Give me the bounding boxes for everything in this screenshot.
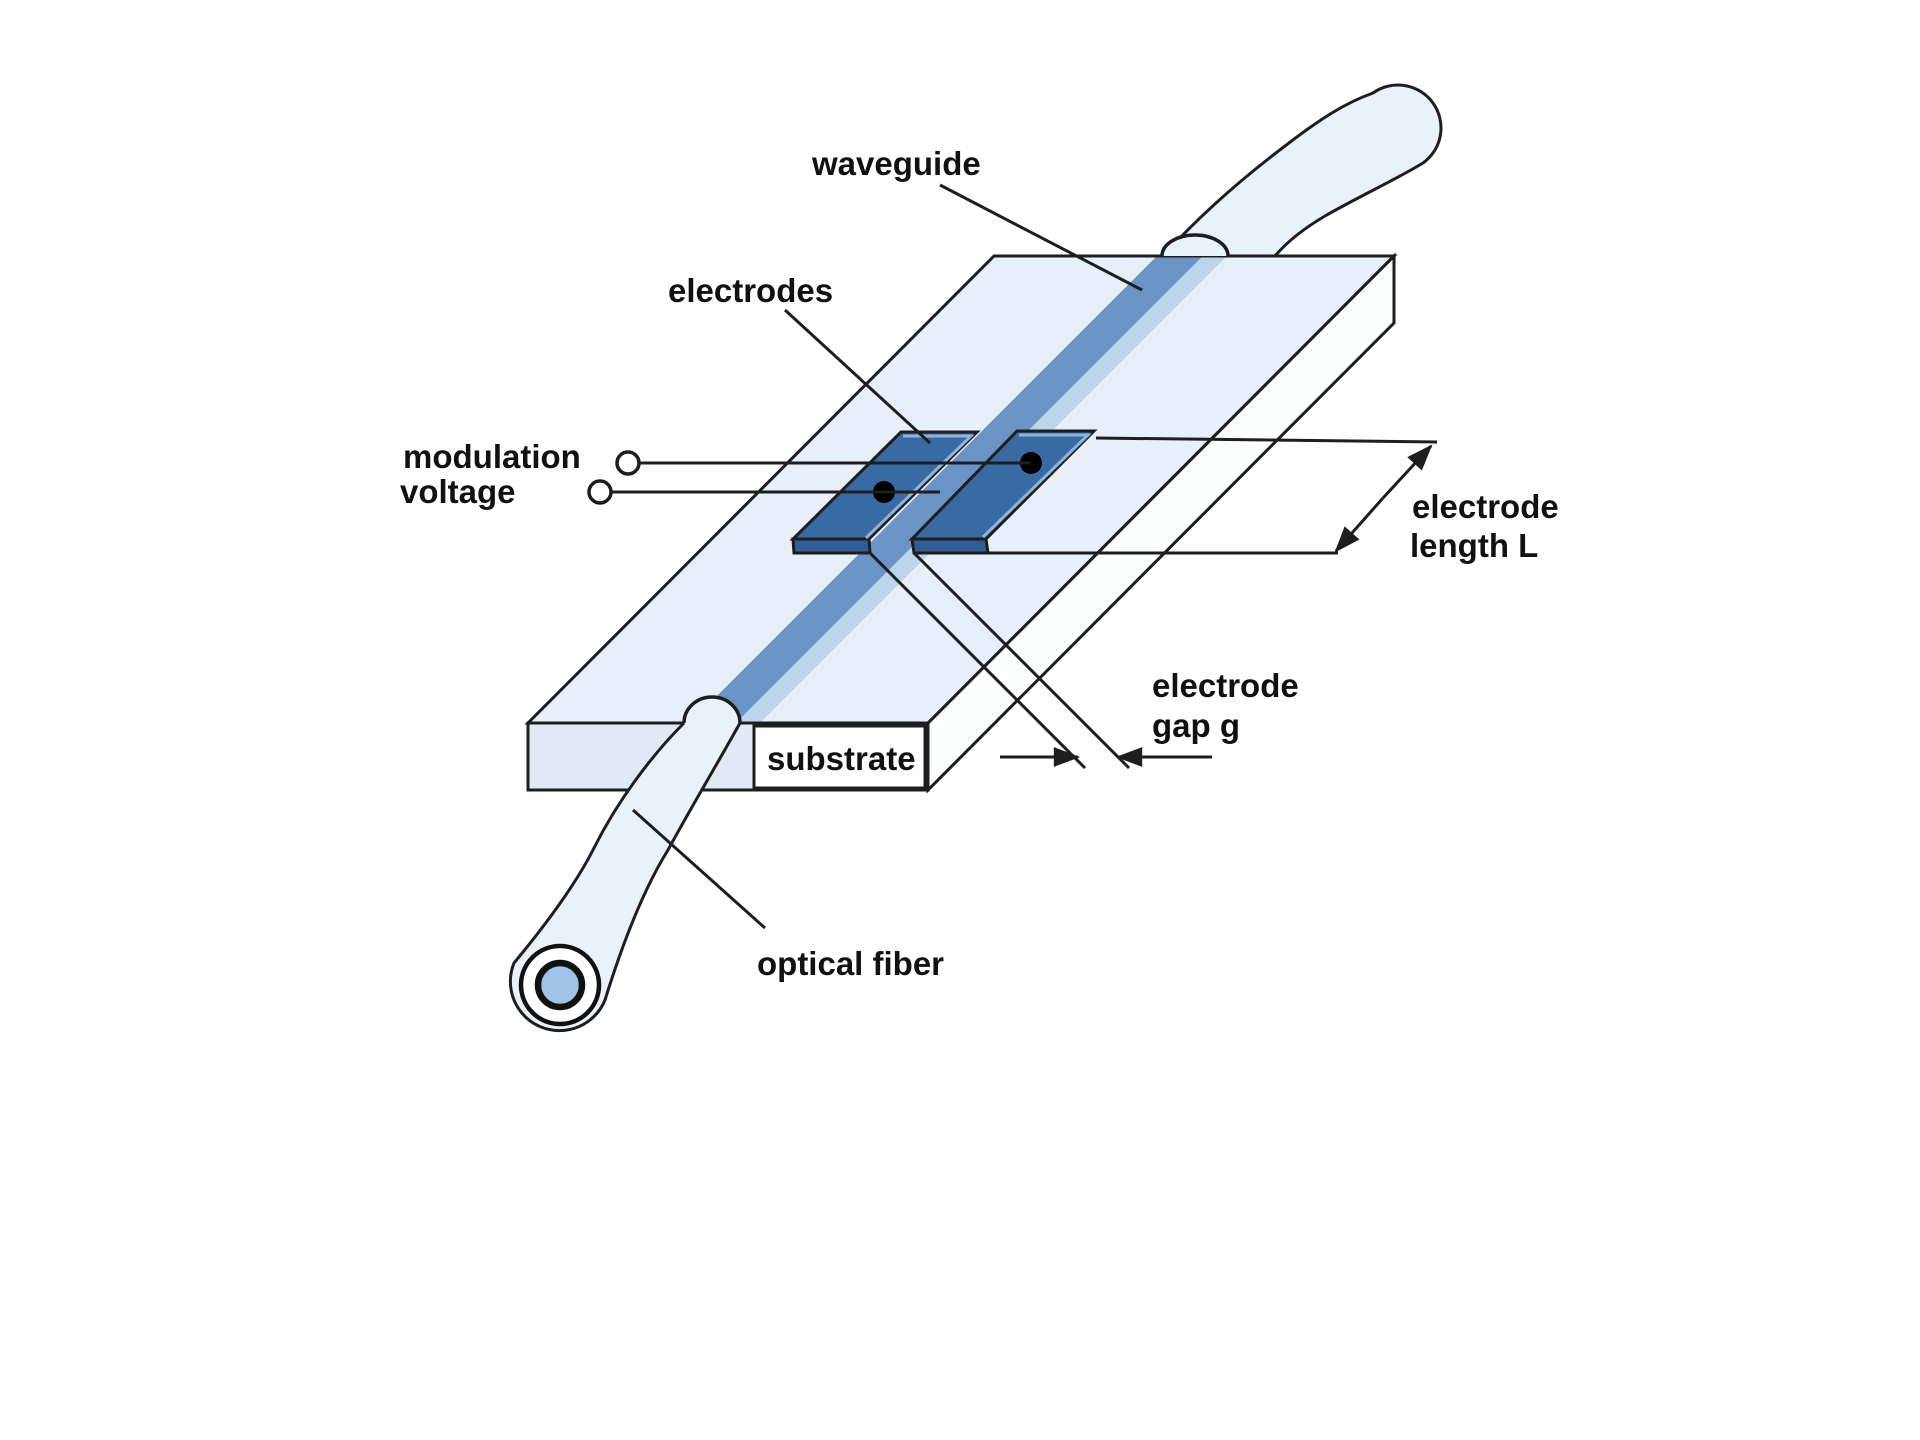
output-fiber <box>1161 83 1443 258</box>
electrode-gap-label-line1: electrode <box>1152 667 1299 704</box>
waveguide-leader <box>939 183 1143 292</box>
electrode-left-bevel <box>864 434 975 540</box>
terminal-lower <box>587 479 613 505</box>
electrode-right-side <box>910 537 990 555</box>
length-arrow-down <box>1334 497 1385 553</box>
optical-fiber-leader <box>632 808 766 930</box>
output-fiber-outline <box>1161 83 1443 258</box>
electrode-gap-dimension <box>868 551 1212 770</box>
input-fiber <box>508 695 742 1033</box>
output-fiber-body <box>1163 85 1441 256</box>
modulation-voltage-label-line1: modulation <box>403 438 581 475</box>
gap-ext-right <box>912 551 1131 770</box>
length-arrow-up <box>1381 444 1433 500</box>
fiber-core <box>534 959 586 1011</box>
electrode-length-label-line2: length L <box>1410 527 1538 564</box>
fiber-entry-bump <box>1160 233 1230 257</box>
electrode-right-top <box>908 429 1098 541</box>
modulation-voltage-label-line2: voltage <box>400 473 516 510</box>
electrode-left-side <box>791 537 872 555</box>
fiber-exit-bump <box>682 695 742 724</box>
waveguide-label: waveguide <box>811 145 981 182</box>
modulation-wires <box>587 450 1031 505</box>
substrate-label: substrate <box>767 740 916 777</box>
electrodes-leader <box>783 308 932 445</box>
electrode-right-bevel <box>981 433 1092 539</box>
substrate-label-box <box>752 724 927 790</box>
electrode-length-dimension <box>913 436 1438 555</box>
electrode-length-label-line1: electrode <box>1412 488 1559 525</box>
electrodes-label: electrodes <box>668 272 833 309</box>
input-fiber-outline <box>508 721 742 1033</box>
gap-ext-left <box>868 551 1087 770</box>
length-ext-upper <box>1095 436 1438 444</box>
substrate-top-outline <box>524 254 1398 725</box>
optical-fiber-label: optical fiber <box>757 945 944 982</box>
waveguide-stripe-dark <box>690 256 1203 723</box>
electrode-gap-label-line2: gap g <box>1152 707 1240 744</box>
terminal-upper <box>615 450 641 476</box>
